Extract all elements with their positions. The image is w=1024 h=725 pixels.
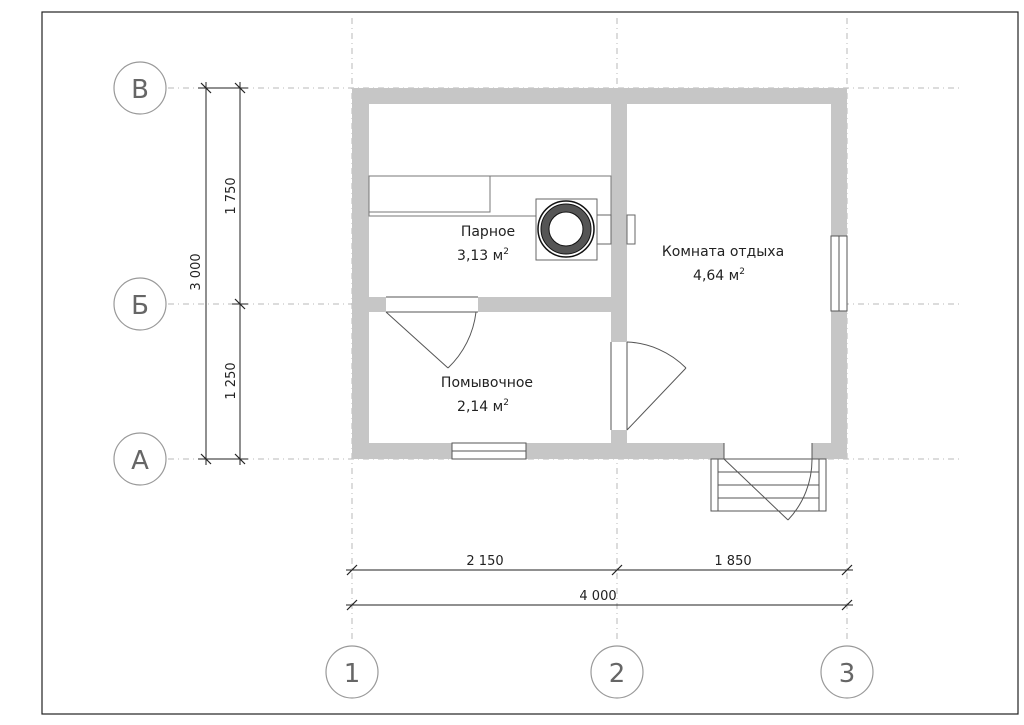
stove-flue-box — [596, 214, 612, 245]
lounge-floor — [627, 104, 831, 443]
tick-left-seg-mid — [234, 298, 246, 310]
steam-bench-upper — [368, 175, 491, 213]
axis-label-b: Б — [131, 291, 149, 321]
dim-left-seg-1: 1 750 — [224, 177, 239, 214]
stove-top — [548, 211, 584, 247]
tick-left-total-top — [200, 82, 212, 94]
axis-marker-2 — [590, 645, 644, 699]
entrance-door-leaf — [723, 458, 789, 521]
room-name-wash: Помывочное — [441, 375, 533, 391]
drawing-frame — [41, 11, 1019, 715]
door-leaf-lounge — [626, 367, 687, 431]
room-area-lounge-exp: 2 — [739, 267, 745, 277]
room-area-lounge-value: 4,64 м — [693, 268, 739, 284]
axis-label-a: А — [131, 446, 149, 476]
tick-left-total-bottom — [200, 453, 212, 465]
tick-bottom-total-2 — [841, 599, 853, 611]
axis-label-1: 1 — [344, 659, 361, 689]
wash-room-floor — [369, 312, 611, 443]
axis-marker-b — [113, 277, 167, 331]
tick-bottom-seg-3 — [841, 564, 853, 576]
room-name-lounge: Комната отдыха — [662, 244, 784, 260]
axis-label-2: 2 — [609, 659, 626, 689]
room-area-wash-value: 2,14 м — [457, 399, 503, 415]
room-area-wash-exp: 2 — [503, 398, 509, 408]
door-leaf-steam — [385, 311, 449, 369]
dim-bottom-total: 4 000 — [579, 589, 616, 604]
tick-bottom-seg-1 — [346, 564, 358, 576]
dim-left-seg-2: 1 250 — [224, 362, 239, 399]
room-name-steam: Парное — [461, 224, 515, 240]
tick-bottom-seg-2 — [611, 564, 623, 576]
stove-chimney-stub — [626, 214, 636, 245]
axis-marker-v — [113, 61, 167, 115]
axis-label-3: 3 — [839, 659, 856, 689]
axis-marker-3 — [820, 645, 874, 699]
room-area-lounge: 4,64 м2 — [693, 267, 745, 284]
dim-bottom-seg-2: 1 850 — [714, 554, 751, 569]
door-opening-lounge — [611, 342, 627, 430]
tick-left-seg-bottom — [234, 453, 246, 465]
dim-left-total: 3 000 — [189, 253, 204, 290]
room-area-steam-value: 3,13 м — [457, 248, 503, 264]
tick-bottom-total-1 — [346, 599, 358, 611]
axis-marker-1 — [325, 645, 379, 699]
tick-left-seg-top — [234, 82, 246, 94]
room-area-steam-exp: 2 — [503, 247, 509, 257]
door-swing-lounge — [626, 341, 687, 369]
axis-label-v: В — [131, 75, 149, 105]
entrance-opening — [724, 443, 812, 459]
door-swing-steam — [447, 311, 477, 369]
room-area-steam: 3,13 м2 — [457, 247, 509, 264]
room-area-wash: 2,14 м2 — [457, 398, 509, 415]
dim-bottom-seg-1: 2 150 — [466, 554, 503, 569]
axis-marker-a — [113, 432, 167, 486]
door-opening-steam — [386, 297, 478, 312]
entrance-door-swing — [787, 458, 813, 521]
